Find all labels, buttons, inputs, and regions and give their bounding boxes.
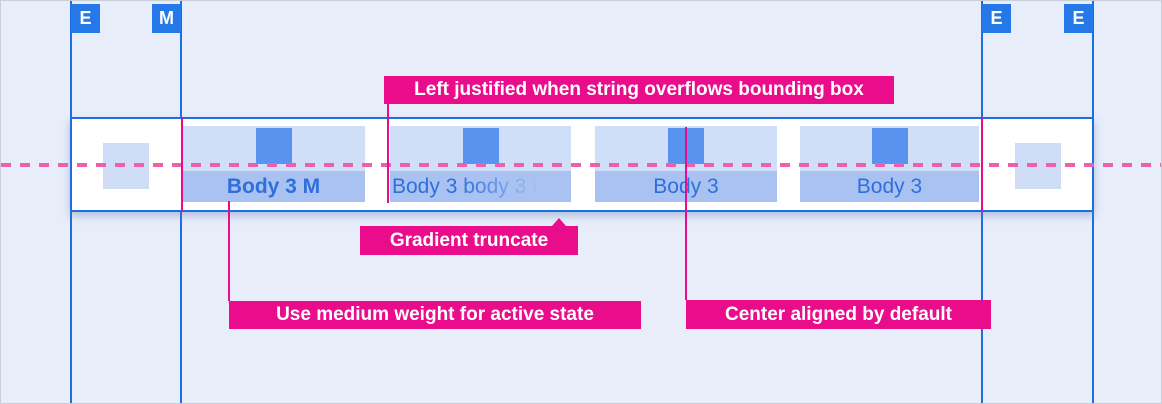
margin-badge-m: M — [152, 4, 181, 33]
annotation-label-gradient-truncate: Gradient truncate — [360, 218, 578, 255]
annotation-label-text: Gradient truncate — [389, 230, 549, 251]
pointer-up-triangle — [552, 218, 566, 226]
tab-icon-placeholder — [871, 128, 908, 164]
annotation-line-left-justified — [387, 101, 389, 203]
tab-label: Body 3 M — [182, 171, 365, 202]
tab-icon-placeholder — [255, 128, 292, 164]
tab-label: Body 3 — [800, 171, 979, 202]
tab-icon-placeholder — [462, 128, 499, 164]
annotation-label-left-justified: Left justified when string overflows bou… — [384, 76, 894, 104]
margin-badge-e-right-outer: E — [1064, 4, 1093, 33]
margin-badge-e-left: E — [71, 4, 100, 33]
annotation-line-medium-weight — [228, 201, 230, 301]
annotation-label-medium-weight: Use medium weight for active state — [229, 301, 641, 329]
center-dashed-keyline — [1, 163, 1161, 167]
annotation-label-center-aligned: Center aligned by default — [686, 300, 991, 329]
margin-badge-e-right-inner: E — [982, 4, 1011, 33]
annotation-line-center-aligned — [685, 127, 687, 300]
annotation-line-right-margin — [981, 117, 983, 212]
annotation-line-left-margin — [181, 117, 183, 212]
gradient-truncate-fade — [459, 171, 571, 202]
